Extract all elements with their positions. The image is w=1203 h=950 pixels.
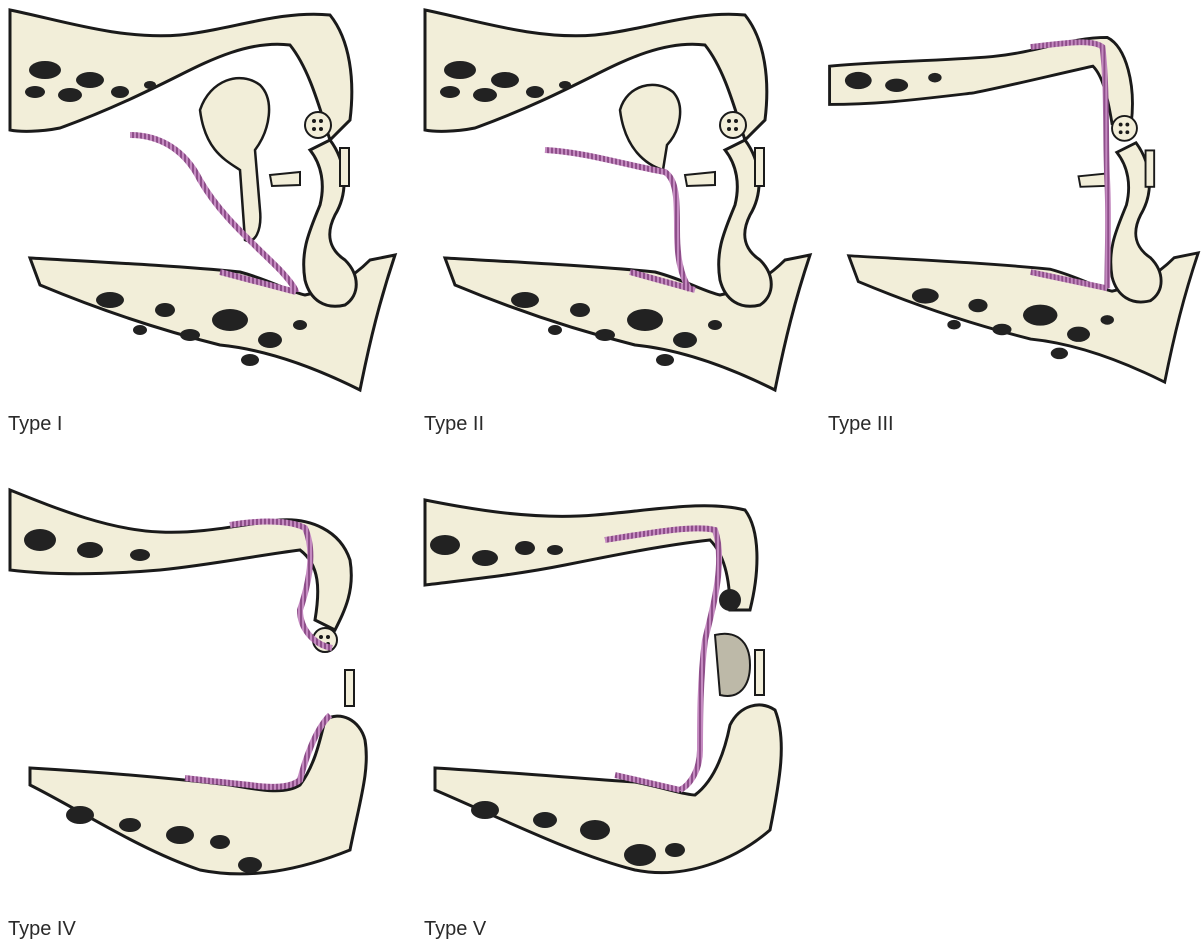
- stapes-icon: [1079, 173, 1108, 186]
- window-icon: [755, 650, 764, 695]
- tympanoplasty-type-iii-diagram: [820, 0, 1203, 410]
- tympanoplasty-type-iv-diagram: [0, 470, 400, 910]
- facial-nerve-icon: [719, 589, 741, 611]
- panel-label-type-iii: Type III: [828, 413, 894, 436]
- ear-cross-section-type-iii: [820, 0, 1203, 410]
- panel-label-type-ii: Type II: [424, 413, 484, 436]
- tympanoplasty-type-i-diagram: [0, 0, 400, 410]
- panel-label-type-v: Type V: [424, 918, 486, 941]
- ear-cross-section-type-ii: [415, 0, 815, 410]
- tympanoplasty-type-v-diagram: [415, 470, 815, 910]
- ear-cross-section-type-i: [0, 0, 400, 410]
- stapes-icon: [685, 172, 715, 186]
- oval-window-icon: [345, 670, 354, 706]
- graft-over-fenestration-icon: [605, 528, 719, 790]
- panel-label-type-iv: Type IV: [8, 918, 76, 941]
- ear-cross-section-type-v: [415, 470, 815, 910]
- fenestration-icon: [715, 634, 750, 696]
- tympanoplasty-type-ii-diagram: [415, 0, 815, 410]
- malleus-incus-icon: [200, 78, 269, 241]
- incus-icon: [620, 85, 680, 170]
- ear-cross-section-type-iv: [0, 470, 400, 910]
- stapes-icon: [270, 172, 300, 186]
- panel-label-type-i: Type I: [8, 413, 62, 436]
